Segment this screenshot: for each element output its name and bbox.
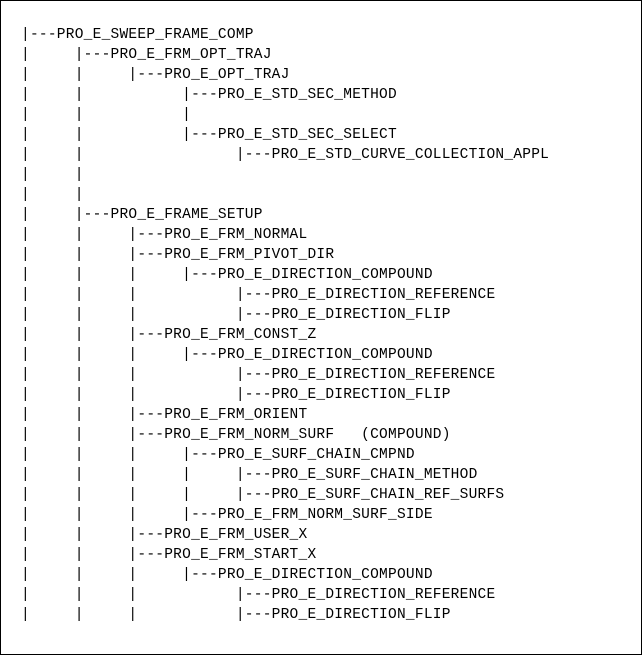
tree-line: | | | |---PRO_E_DIRECTION_FLIP xyxy=(21,307,451,323)
tree-line: | | | | |---PRO_E_SURF_CHAIN_METHOD xyxy=(21,467,478,483)
tree-line: | | |---PRO_E_FRM_ORIENT xyxy=(21,407,308,423)
tree-line: | | |---PRO_E_FRM_CONST_Z xyxy=(21,327,317,343)
tree-line: | | |---PRO_E_FRM_START_X xyxy=(21,547,317,563)
tree-line: | | | |---PRO_E_SURF_CHAIN_CMPND xyxy=(21,447,415,463)
tree-line: | | |---PRO_E_STD_SEC_METHOD xyxy=(21,87,397,103)
tree-line: | | xyxy=(21,167,84,183)
tree-line: | | |---PRO_E_STD_CURVE_COLLECTION_APPL xyxy=(21,147,550,163)
tree-line: | |---PRO_E_FRAME_SETUP xyxy=(21,207,263,223)
tree-line: | | |---PRO_E_FRM_PIVOT_DIR xyxy=(21,247,335,263)
tree-line: | | | |---PRO_E_DIRECTION_COMPOUND xyxy=(21,567,433,583)
tree-line: | | | |---PRO_E_DIRECTION_REFERENCE xyxy=(21,367,496,383)
tree-line: |---PRO_E_SWEEP_FRAME_COMP xyxy=(21,27,254,43)
tree-line: | | | |---PRO_E_DIRECTION_REFERENCE xyxy=(21,587,496,603)
tree-line: | | |---PRO_E_FRM_NORMAL xyxy=(21,227,308,243)
tree-line: | |---PRO_E_FRM_OPT_TRAJ xyxy=(21,47,272,63)
tree-line: | | |---PRO_E_FRM_USER_X xyxy=(21,527,308,543)
tree-line: | | | |---PRO_E_DIRECTION_REFERENCE xyxy=(21,287,496,303)
tree-line: | | xyxy=(21,187,84,203)
tree-line: | | | |---PRO_E_FRM_NORM_SURF_SIDE xyxy=(21,507,433,523)
tree-line: | | | |---PRO_E_DIRECTION_FLIP xyxy=(21,607,451,623)
tree-line: | | |---PRO_E_FRM_NORM_SURF (COMPOUND) xyxy=(21,427,451,443)
tree-line: | | | |---PRO_E_DIRECTION_COMPOUND xyxy=(21,347,433,363)
tree-line: | | | |---PRO_E_DIRECTION_FLIP xyxy=(21,387,451,403)
tree-line: | | |---PRO_E_STD_SEC_SELECT xyxy=(21,127,397,143)
feature-tree: |---PRO_E_SWEEP_FRAME_COMP | |---PRO_E_F… xyxy=(21,25,549,625)
tree-line: | | | xyxy=(21,107,192,123)
tree-line: | | | |---PRO_E_DIRECTION_COMPOUND xyxy=(21,267,433,283)
tree-line: | | |---PRO_E_OPT_TRAJ xyxy=(21,67,290,83)
tree-line: | | | | |---PRO_E_SURF_CHAIN_REF_SURFS xyxy=(21,487,505,503)
